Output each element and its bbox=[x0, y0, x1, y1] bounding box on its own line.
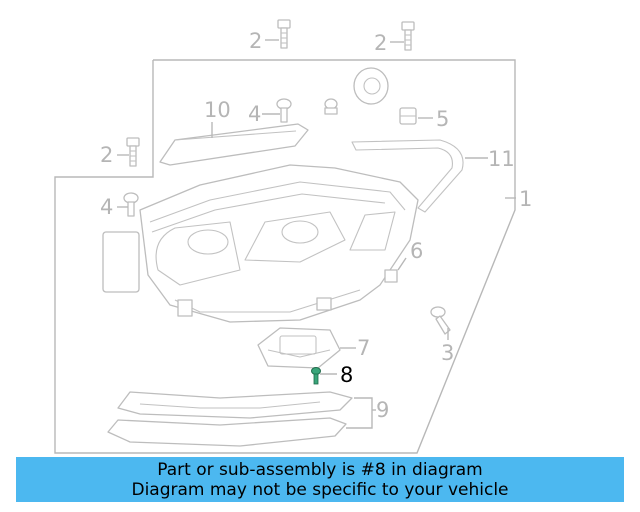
screw-part-8-highlighted bbox=[311, 367, 321, 385]
screw-part-4-upper bbox=[276, 98, 292, 123]
bolt-part-3 bbox=[430, 306, 451, 335]
info-banner: Part or sub-assembly is #8 in diagram Di… bbox=[16, 457, 624, 502]
callout-5: 5 bbox=[436, 107, 449, 131]
bolt-part-2-left bbox=[126, 137, 140, 167]
lower-trim-part-9 bbox=[107, 391, 353, 447]
callout-11: 11 bbox=[488, 147, 515, 171]
callout-9: 9 bbox=[376, 398, 389, 422]
screw-part-4-lower bbox=[123, 192, 139, 217]
callout-4-lower: 4 bbox=[100, 195, 113, 219]
banner-line-part-number: Part or sub-assembly is #8 in diagram bbox=[157, 460, 483, 480]
bolt-part-2-top-left bbox=[277, 19, 291, 49]
callout-6: 6 bbox=[410, 239, 423, 263]
clip-part-5 bbox=[399, 107, 417, 125]
banner-line-disclaimer: Diagram may not be specific to your vehi… bbox=[131, 480, 509, 500]
callout-7: 7 bbox=[357, 336, 370, 360]
control-module-part-7 bbox=[257, 327, 341, 369]
callout-2-top-left: 2 bbox=[249, 29, 262, 53]
callout-1: 1 bbox=[519, 187, 532, 211]
grommet-cap bbox=[353, 67, 389, 105]
assembly-boundary bbox=[54, 59, 516, 454]
trim-strip-part-10 bbox=[159, 123, 309, 166]
bulb bbox=[324, 98, 338, 115]
headlamp-housing-part-1 bbox=[102, 164, 419, 323]
callout-10: 10 bbox=[204, 98, 231, 122]
callout-4-upper: 4 bbox=[248, 102, 261, 126]
callout-3: 3 bbox=[441, 341, 454, 365]
bolt-part-2-top-right bbox=[401, 21, 415, 51]
seal-part-11 bbox=[351, 139, 464, 213]
callout-2-top-right: 2 bbox=[374, 31, 387, 55]
callout-8-highlighted: 8 bbox=[340, 363, 353, 387]
parts-diagram: 2 2 2 10 4 4 5 11 1 6 3 7 8 9 bbox=[54, 19, 532, 454]
callout-2-left: 2 bbox=[100, 143, 113, 167]
